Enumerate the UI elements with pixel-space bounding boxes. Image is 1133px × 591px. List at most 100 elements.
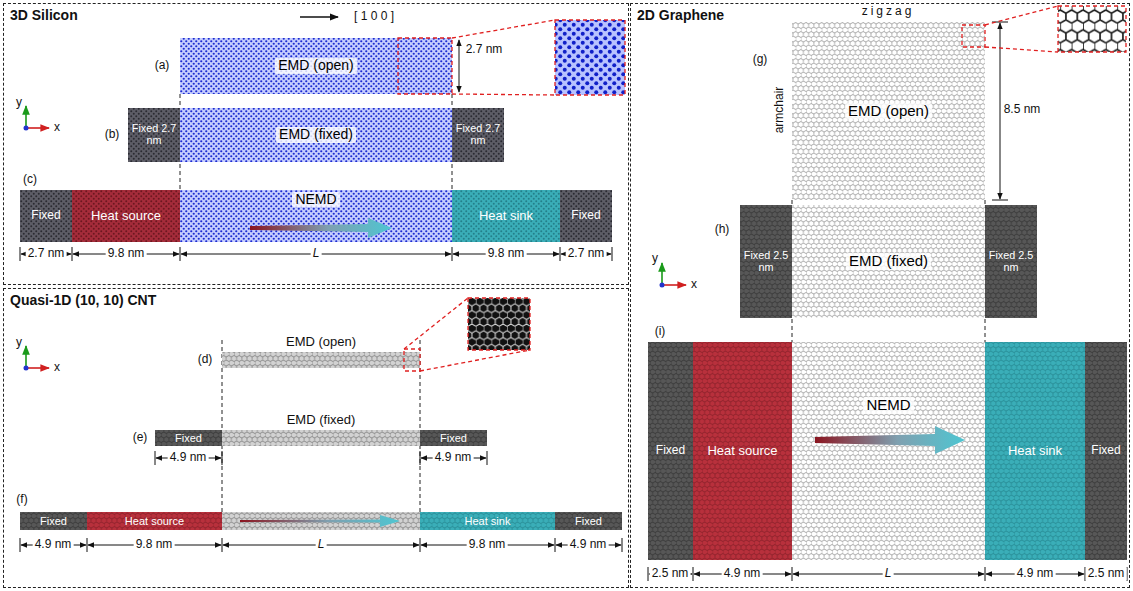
region-fill xyxy=(1085,342,1127,560)
region-fill xyxy=(20,190,72,242)
region-label: Fixed 2.5 nm xyxy=(740,250,792,274)
region-label: EMD (open) xyxy=(286,334,356,349)
annotation-label: x xyxy=(54,121,60,134)
dimension-label: 4.9 nm xyxy=(33,538,74,551)
simulation-region: Fixed xyxy=(1085,342,1127,560)
region-label: EMD (fixed) xyxy=(287,412,356,427)
region-fill xyxy=(222,352,420,368)
zoom-box xyxy=(404,349,420,371)
simulation-region: Fixed 2.7 nm xyxy=(128,108,180,162)
dimension-line xyxy=(155,451,222,465)
nanotube-segment: EMD (fixed) xyxy=(222,430,420,446)
dimension-line xyxy=(20,247,612,261)
panel-region: 2D GrapheneEMD (open) Fixed 2.5 nm EMD (fi… xyxy=(630,3,1130,588)
region-fill xyxy=(180,108,452,162)
region-label: EMD (fixed) xyxy=(276,127,356,142)
region-fill xyxy=(792,205,985,318)
simulation-region: Heat sink xyxy=(985,342,1085,560)
dimension-tick xyxy=(20,247,21,261)
dimension-tick xyxy=(1127,567,1128,581)
region-fill xyxy=(555,512,622,530)
region-label: Fixed xyxy=(1091,444,1120,457)
simulation-region: Fixed 2.7 nm xyxy=(452,108,504,162)
region-fill xyxy=(180,190,452,242)
zoom-leader xyxy=(420,350,530,371)
region-fill xyxy=(985,342,1085,560)
simulation-region: EMD (fixed) xyxy=(180,108,452,162)
axes xyxy=(24,106,687,371)
dimension-label: 9.8 nm xyxy=(134,538,175,551)
annotation-label: y xyxy=(16,96,22,109)
annotation-label: (d) xyxy=(198,353,213,366)
dimension-label: 8.5 nm xyxy=(1002,103,1043,116)
dimension-tick xyxy=(452,247,453,261)
region-fill xyxy=(985,205,1037,318)
dimension-tick xyxy=(87,538,88,552)
annotation-label: (f) xyxy=(16,493,27,506)
annotation-label: (h) xyxy=(715,223,730,236)
region-label: EMD (open) xyxy=(275,58,356,73)
dimension-label: L xyxy=(316,538,327,551)
zoom-box xyxy=(962,25,985,47)
dimension-tick xyxy=(20,538,21,552)
region-label: Fixed 2.5 nm xyxy=(985,250,1037,274)
dimension-label: 9.8 nm xyxy=(467,538,508,551)
annotation-label: x xyxy=(54,361,60,374)
region-label: Heat source xyxy=(125,515,184,527)
dimension-line xyxy=(648,567,1127,581)
region-label: Fixed xyxy=(571,209,600,222)
heat-flow-arrow xyxy=(250,218,392,238)
region-fill xyxy=(740,205,792,318)
region-label: EMD (fixed) xyxy=(846,253,931,270)
region-fill xyxy=(420,430,487,446)
annotation-label: x xyxy=(691,278,697,291)
region-fill xyxy=(452,190,560,242)
simulation-region: Fixed 2.5 nm xyxy=(740,205,792,318)
zoom-leader xyxy=(452,20,555,38)
vertical-dimensions xyxy=(459,22,1008,200)
simulation-region: EMD (open) xyxy=(792,22,985,200)
simulation-region: Fixed xyxy=(648,342,693,560)
zoom-box xyxy=(398,38,452,94)
dimension-label: 4.9 nm xyxy=(722,567,763,580)
annotation-label: y xyxy=(16,336,22,349)
simulation-region: Fixed xyxy=(555,512,622,530)
dimension-tick xyxy=(560,247,561,261)
region-fill xyxy=(452,108,504,162)
dimension-tick xyxy=(72,247,73,261)
dimension-tick xyxy=(792,567,793,581)
region-fill xyxy=(420,512,555,530)
dimension-tick xyxy=(555,538,556,552)
dimension-label: 9.8 nm xyxy=(106,247,147,260)
simulation-region: Fixed xyxy=(420,430,487,446)
zoom-box xyxy=(555,20,625,95)
region-label: Fixed xyxy=(575,515,602,527)
region-label: Heat source xyxy=(707,444,777,458)
dimension-label: L xyxy=(311,247,322,260)
region-fill xyxy=(560,190,612,242)
annotation-label: (b) xyxy=(105,128,120,141)
annotation-label: (e) xyxy=(133,431,148,444)
dimension-tick xyxy=(487,451,488,465)
region-fill xyxy=(648,342,693,560)
annotation-label: zigzag xyxy=(862,5,915,18)
dimension-label: 2.5 nm xyxy=(650,567,691,580)
region-fill xyxy=(87,512,222,530)
zoom-markers xyxy=(398,6,1126,371)
dimension-label: 4.9 nm xyxy=(1015,567,1056,580)
region-fill xyxy=(792,22,985,200)
region-label: EMD (open) xyxy=(845,103,932,120)
simulation-region: Fixed xyxy=(560,190,612,242)
region-fill xyxy=(180,38,452,94)
region-fill xyxy=(792,342,985,560)
dimension-tick xyxy=(420,451,421,465)
dimension-label: 4.9 nm xyxy=(568,538,609,551)
simulation-region: EMD (open) xyxy=(180,38,452,94)
annotation-label: (c) xyxy=(23,173,37,186)
panel-title: 2D Graphene xyxy=(637,7,724,23)
region-label: Heat source xyxy=(91,209,161,223)
simulation-region: Heat source xyxy=(87,512,222,530)
simulation-region: EMD (fixed) xyxy=(792,205,985,318)
